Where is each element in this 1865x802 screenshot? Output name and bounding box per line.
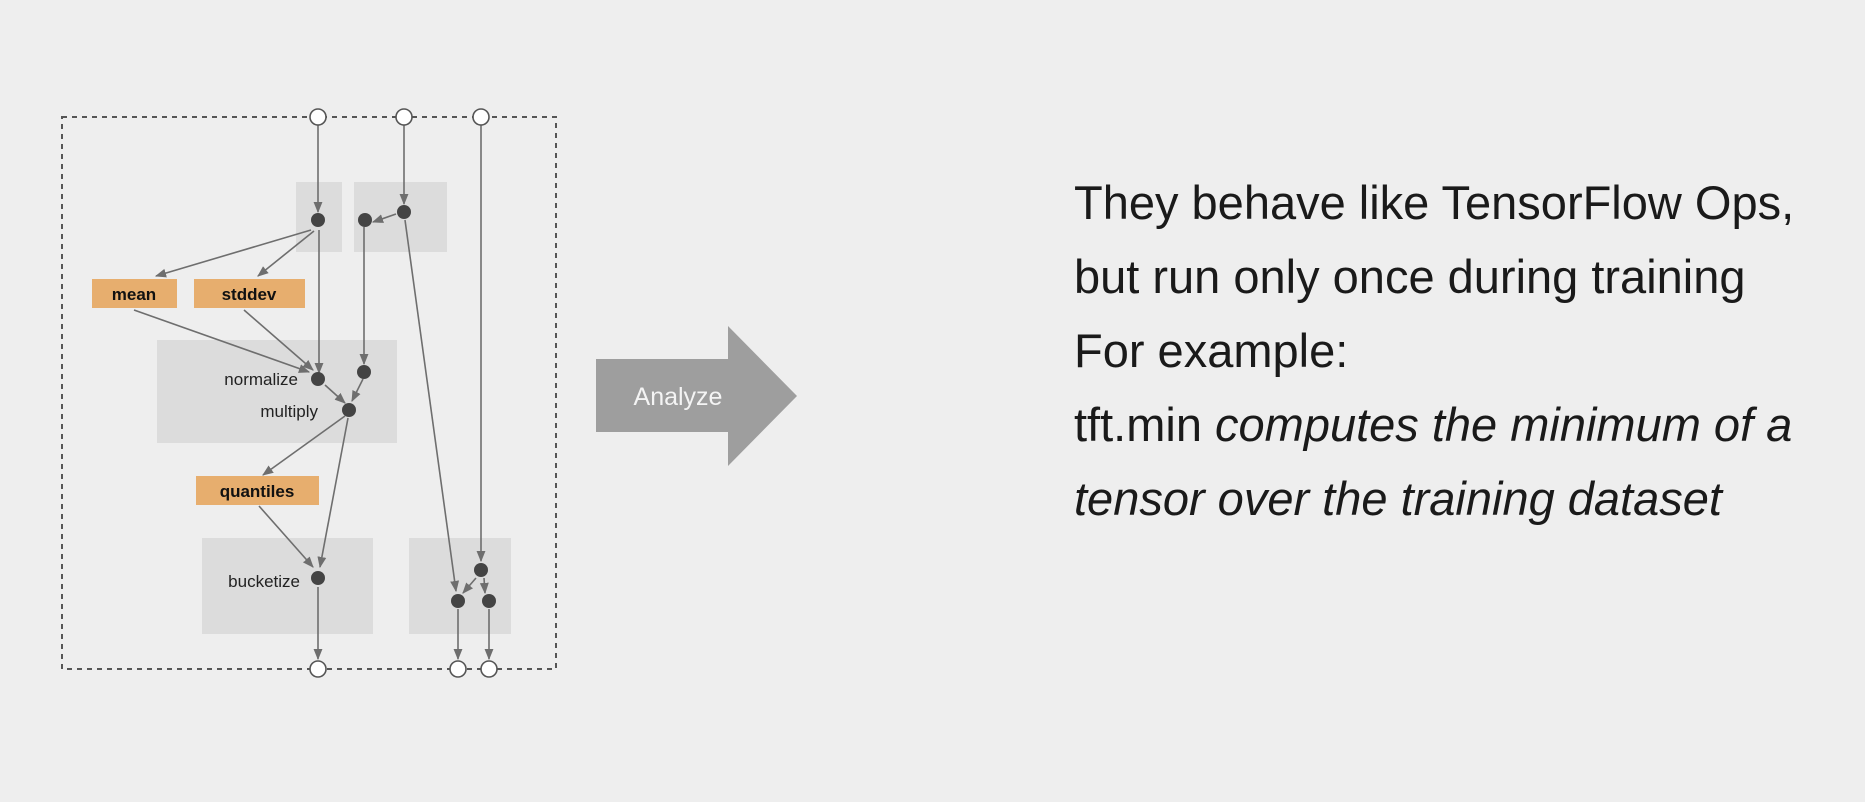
graph-node [451,594,465,608]
edge [317,417,349,569]
output-port [449,660,467,678]
group-regions [157,182,511,634]
edge [324,384,346,404]
graph-edges [133,125,494,661]
stddev-label: stddev [222,285,277,304]
graph-node [482,594,496,608]
edge [479,577,489,595]
output-port [309,660,327,678]
group-region-bucketize [202,538,373,634]
graph-node [474,563,488,577]
edge [257,230,315,277]
graph-boundary [61,116,557,670]
mean-label: mean [112,285,156,304]
multiply-label: multiply [260,402,318,421]
edge [462,577,477,594]
example-code: tft.min [1074,398,1202,451]
input-port [395,108,413,126]
normalize-node [311,372,325,386]
example-description: computes the minimum of a tensor over th… [1074,398,1793,525]
op-nodes [311,205,496,608]
example-paragraph: For example: tft.min computes the minimu… [1074,314,1814,536]
graph-node [358,213,372,227]
group-region-normalize [157,340,397,443]
intro-paragraph: They behave like TensorFlow Ops, but run… [1074,176,1795,303]
edge [133,309,311,373]
edge [371,213,397,223]
example-heading: For example: [1074,324,1349,377]
bucketize-node [311,571,325,585]
io-ports [309,108,498,678]
input-port [472,108,490,126]
normalize-label: normalize [224,370,298,389]
analyze-arrow: Analyze [596,326,797,466]
input-port [309,108,327,126]
multiply-node [342,403,356,417]
analyze-arrow-shape [596,326,797,466]
analyze-arrow-label: Analyze [634,383,723,411]
edge [258,505,314,568]
stddev-box [194,279,305,308]
edge [154,229,312,278]
edge [404,219,460,593]
graph-node [357,365,371,379]
explanation-text: They behave like TensorFlow Ops, but run… [1074,166,1814,536]
mean-box [92,279,177,308]
bucketize-label: bucketize [228,572,300,591]
analyzer-boxes [92,279,319,505]
graph-node [311,213,325,227]
group-region-bottom-right [409,538,511,634]
graph-node [397,205,411,219]
output-port [480,660,498,678]
quantiles-box [196,476,319,505]
edge [351,378,364,403]
edge [243,309,314,371]
quantiles-label: quantiles [220,482,295,501]
edge [262,415,346,476]
